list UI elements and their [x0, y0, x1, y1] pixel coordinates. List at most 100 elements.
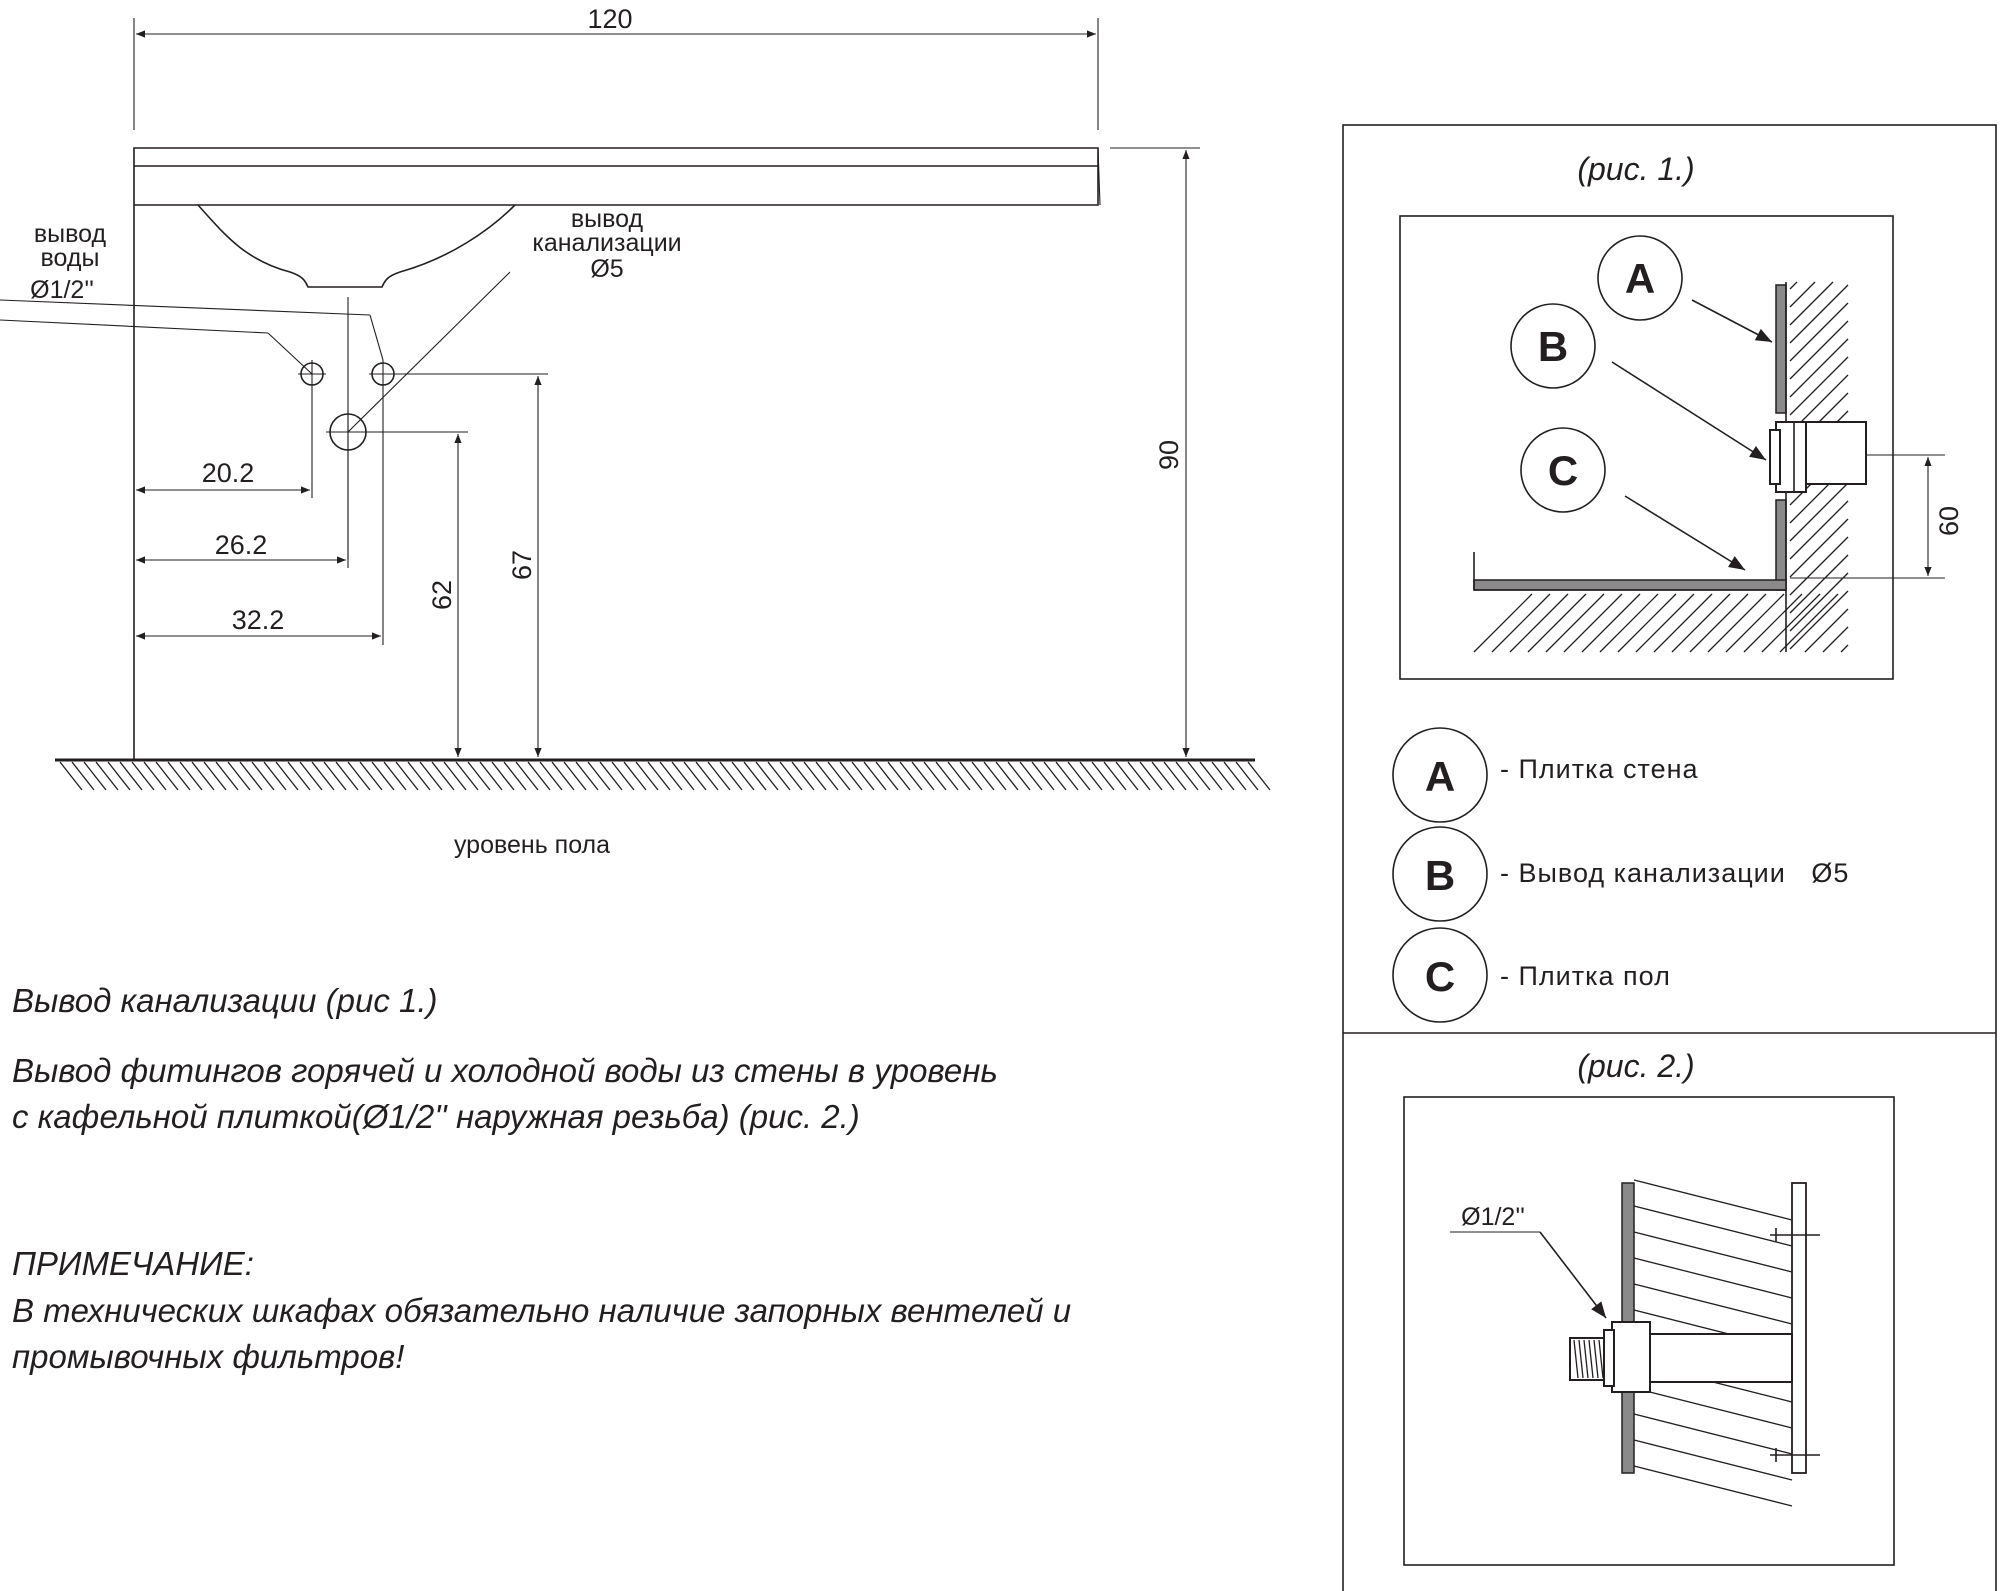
hatch-line	[1633, 1439, 1793, 1481]
hatch-line	[287, 761, 311, 791]
hatch-line	[1079, 761, 1103, 791]
hatch-line	[1789, 281, 1816, 308]
hatch-line	[1743, 593, 1803, 653]
fig1-caption: (рис. 1.)	[1577, 151, 1694, 187]
hatch-line	[1633, 1283, 1793, 1325]
hatch-line	[1247, 761, 1271, 791]
dim-62: 62	[427, 580, 457, 610]
hatch-line	[191, 761, 215, 791]
hatch-line	[659, 761, 683, 791]
water-outlet-label-2: воды	[41, 244, 100, 272]
hatch-line	[347, 761, 371, 791]
hatch-line	[1789, 590, 1849, 650]
hatch-line	[1019, 761, 1043, 791]
hatch-line	[1789, 518, 1849, 578]
hatch-line	[1211, 761, 1235, 791]
hatch-line	[479, 761, 503, 791]
note-title: ПРИМЕЧАНИЕ:	[12, 1245, 254, 1282]
hatch-line	[983, 761, 1007, 791]
hatch-line	[1761, 593, 1821, 653]
hatch-line	[1103, 761, 1127, 791]
note-fittings-2: с кафельной плиткой(Ø1/2'' наружная резь…	[12, 1098, 860, 1135]
hatch-line	[911, 761, 935, 791]
hatch-line	[1175, 761, 1199, 791]
hatch-line	[59, 761, 83, 791]
hatch-line	[371, 761, 395, 791]
hatch-line	[1822, 626, 1849, 653]
hatch-line	[959, 761, 983, 791]
hatch-line	[311, 761, 335, 791]
hatch-line	[1789, 356, 1849, 416]
hatch-line	[335, 761, 359, 791]
hatch-line	[863, 761, 887, 791]
hatch-line	[1633, 1387, 1793, 1429]
note-drain: Вывод канализации (рис 1.)	[12, 982, 438, 1019]
hatch-line	[791, 761, 815, 791]
hatch-line	[1789, 554, 1849, 614]
legend-marker-a: A	[1425, 753, 1455, 800]
hatch-line	[851, 761, 875, 791]
hatch-line	[299, 761, 323, 791]
hatch-line	[1633, 1179, 1793, 1221]
hatch-line	[1689, 593, 1749, 653]
fig2-label: Ø1/2''	[1461, 1203, 1525, 1231]
hatch-line	[899, 761, 923, 791]
hatch-line	[95, 761, 119, 791]
hatch-line	[515, 761, 539, 791]
hatch-line	[1671, 593, 1731, 653]
hatch-line	[527, 761, 551, 791]
hatch-line	[1473, 593, 1533, 653]
hatch-line	[167, 761, 191, 791]
hatch-line	[1633, 1413, 1793, 1455]
hatch-line	[1779, 593, 1839, 653]
hatch-line	[383, 761, 407, 791]
fig1-marker-c: C	[1548, 447, 1578, 494]
note-body-2: промывочных фильтров!	[12, 1338, 404, 1375]
hatch-line	[695, 761, 719, 791]
note-fittings-1: Вывод фитингов горячей и холодной воды и…	[12, 1052, 998, 1089]
legend-text-c: - Плитка пол	[1500, 961, 1671, 991]
drain-outlet-label-1: вывод	[571, 205, 644, 233]
hatch-line	[647, 761, 671, 791]
hatch-line	[887, 761, 911, 791]
hatch-line	[923, 761, 947, 791]
hatch-line	[1139, 761, 1163, 791]
drain-outlet-label-2: канализации	[532, 229, 681, 257]
hatch-line	[227, 761, 251, 791]
hatch-line	[1151, 761, 1175, 791]
hatch-line	[875, 761, 899, 791]
hatch-line	[1725, 593, 1785, 653]
hatch-line	[1509, 593, 1569, 653]
hatch-line	[1581, 593, 1641, 653]
hatch-line	[635, 761, 659, 791]
hatch-line	[1840, 644, 1849, 653]
hatch-line	[1804, 608, 1849, 653]
hatch-line	[1633, 1257, 1793, 1299]
thread-line	[1583, 1339, 1589, 1379]
hatch-line	[1163, 761, 1187, 791]
hatch-line	[1235, 761, 1259, 791]
hatch-line	[1031, 761, 1055, 791]
thread-line	[1593, 1339, 1599, 1379]
detail-panel: (рис. 1.) 60 A B C A	[1342, 124, 1997, 1591]
hatch-line	[119, 761, 143, 791]
hatch-line	[707, 761, 731, 791]
dim-32-2: 32.2	[232, 605, 285, 635]
dim-60: 60	[1934, 506, 1964, 536]
hatch-line	[587, 761, 611, 791]
hatch-line	[83, 761, 107, 791]
hatch-line	[731, 761, 755, 791]
legend-marker-c: C	[1425, 953, 1455, 1000]
hatch-line	[1633, 1465, 1793, 1507]
hatch-line	[1789, 302, 1849, 362]
thread-line	[1573, 1339, 1579, 1379]
hatch-line	[1633, 1231, 1793, 1273]
hatch-line	[323, 761, 347, 791]
hatch-line	[1653, 593, 1713, 653]
hatch-line	[1635, 593, 1695, 653]
floor-level-label: уровень пола	[454, 831, 610, 859]
hatch-line	[743, 761, 767, 791]
hatch-line	[1527, 593, 1587, 653]
drain-outlet-label-3: Ø5	[590, 255, 623, 283]
fig1-floor-hatching	[1473, 593, 1839, 653]
